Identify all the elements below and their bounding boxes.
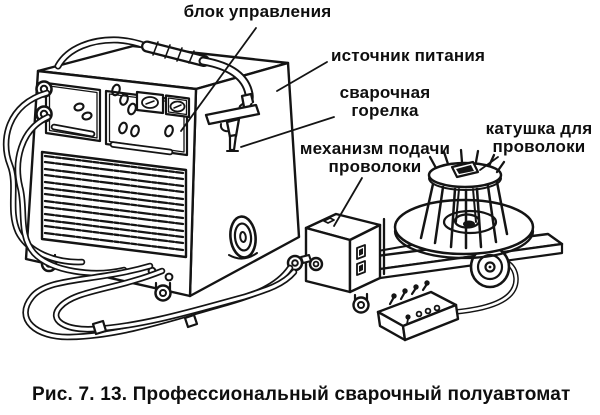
label-welding-torch: сварочная горелка (336, 84, 434, 120)
figure-caption: Рис. 7. 13. Профессиональный сварочный п… (32, 384, 571, 405)
label-power-source: источник питания (331, 47, 485, 65)
label-wire-spool: катушка для проволоки (483, 120, 595, 156)
label-power-source-line: источник питания (331, 46, 486, 65)
label-control-unit-line: блок управления (183, 2, 332, 21)
welding-torch-drawing (204, 92, 261, 152)
label-wire-feed-mechanism: механизм подачи проволоки (296, 140, 454, 176)
carry-handle-drawing (54, 36, 210, 70)
label-wire-spool-line1: катушка для (485, 119, 593, 138)
label-wire-spool-line2: проволоки (492, 137, 586, 156)
ventilation-grille-drawing (40, 150, 188, 282)
label-control-unit: блок управления (180, 3, 335, 21)
label-wire-feed-line1: механизм подачи (299, 139, 451, 158)
wire-feed-unit-drawing (286, 212, 413, 294)
leader-lines (180, 27, 499, 227)
cables-drawing (2, 89, 298, 341)
label-welding-torch-line1: сварочная (339, 83, 431, 102)
label-welding-torch-line2: горелка (351, 101, 419, 120)
remote-control-drawing (376, 280, 460, 342)
label-wire-feed-line2: проволоки (328, 157, 422, 176)
wire-spool-drawing (393, 148, 535, 260)
